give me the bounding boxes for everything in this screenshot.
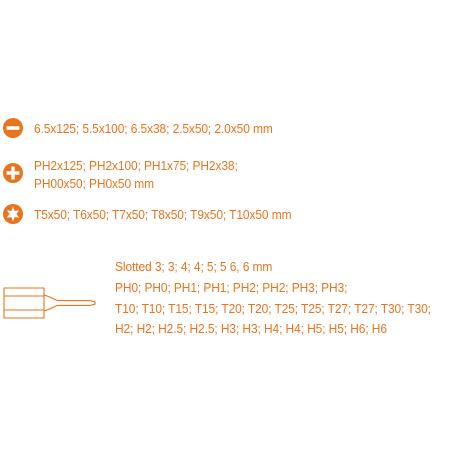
- bits-slotted-sizes: Slotted 3; 3; 4; 4; 5; 5 6, 6 mm: [115, 259, 273, 274]
- phillips-screwdriver-icon: [2, 162, 24, 184]
- bits-torx-sizes: T10; T10; T15; T15; T20; T20; T25; T25; …: [115, 301, 431, 316]
- bits-hex-sizes: H2; H2; H2.5; H2.5; H3; H3; H4; H4; H5; …: [115, 321, 387, 336]
- bits-phillips-sizes: PH0; PH0; PH1; PH1; PH2; PH2; PH3; PH3;: [115, 280, 348, 295]
- slotted-screwdriver-icon: [2, 117, 24, 139]
- torx-screwdriver-icon: [2, 203, 24, 225]
- slotted-sizes: 6.5x125; 5.5x100; 6.5x38; 2.5x50; 2.0x50…: [34, 121, 273, 136]
- phillips-sizes-line-1: PH2x125; PH2x100; PH1x75; PH2x38;: [34, 158, 238, 173]
- torx-sizes: T5x50; T6x50; T7x50; T8x50; T9x50; T10x5…: [34, 207, 292, 222]
- phillips-sizes-line-2: PH00x50; PH0x50 mm: [34, 176, 154, 191]
- screwdriver-bit-icon: [0, 285, 100, 321]
